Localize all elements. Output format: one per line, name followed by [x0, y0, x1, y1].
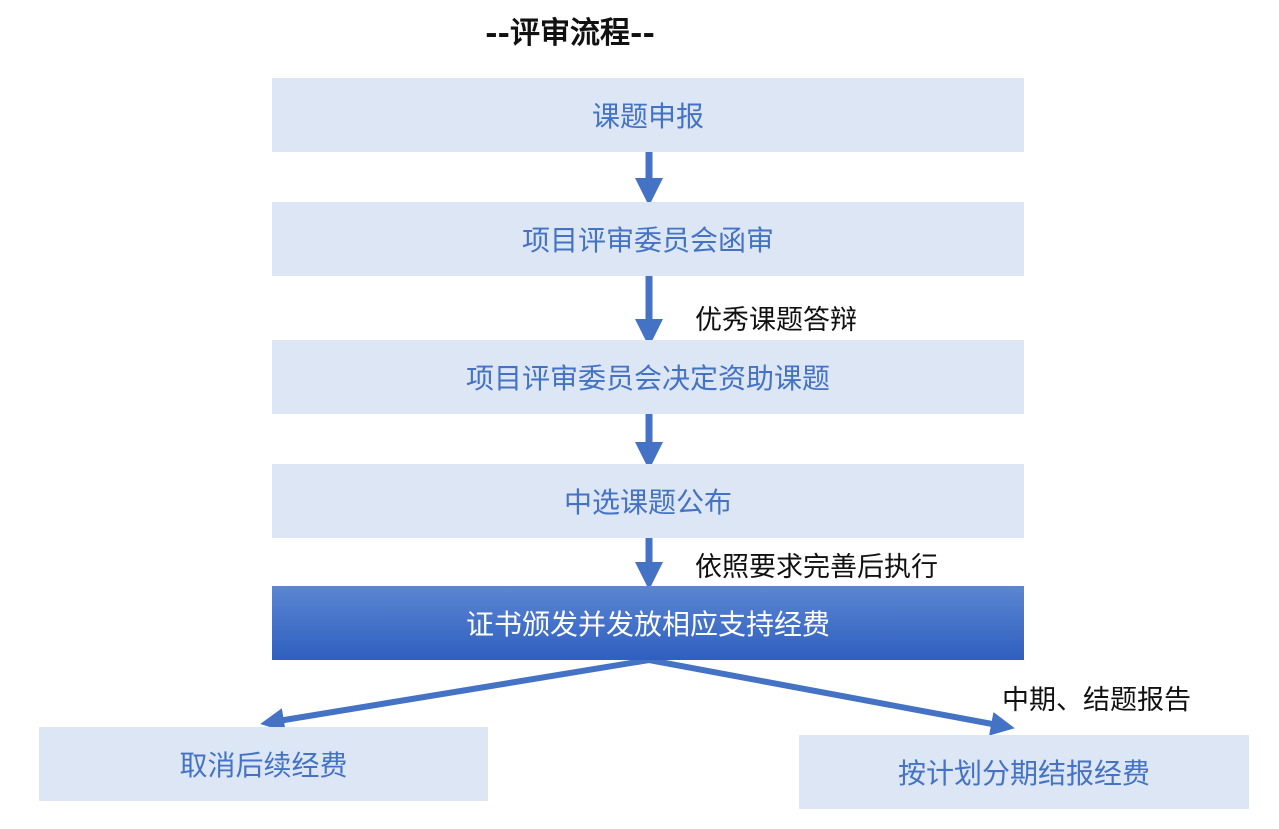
- step-project-application: 课题申报: [272, 78, 1024, 152]
- step-certificate-funding: 证书颁发并发放相应支持经费: [272, 586, 1024, 660]
- step-announcement: 中选课题公布: [272, 464, 1024, 538]
- arrow-left: [260, 657, 650, 732]
- note-defense: 优秀课题答辩: [695, 305, 857, 336]
- step-funding-decision: 项目评审委员会决定资助课题: [272, 340, 1024, 414]
- arrow-right: [648, 657, 1015, 736]
- note-report: 中期、结题报告: [1002, 685, 1191, 716]
- outcome-cancel-funding: 取消后续经费: [39, 727, 488, 801]
- diagram-title: --评审流程--: [485, 16, 655, 51]
- step-committee-review: 项目评审委员会函审: [272, 202, 1024, 276]
- note-execute: 依照要求完善后执行: [695, 552, 938, 583]
- outcome-staged-settlement: 按计划分期结报经费: [799, 735, 1249, 809]
